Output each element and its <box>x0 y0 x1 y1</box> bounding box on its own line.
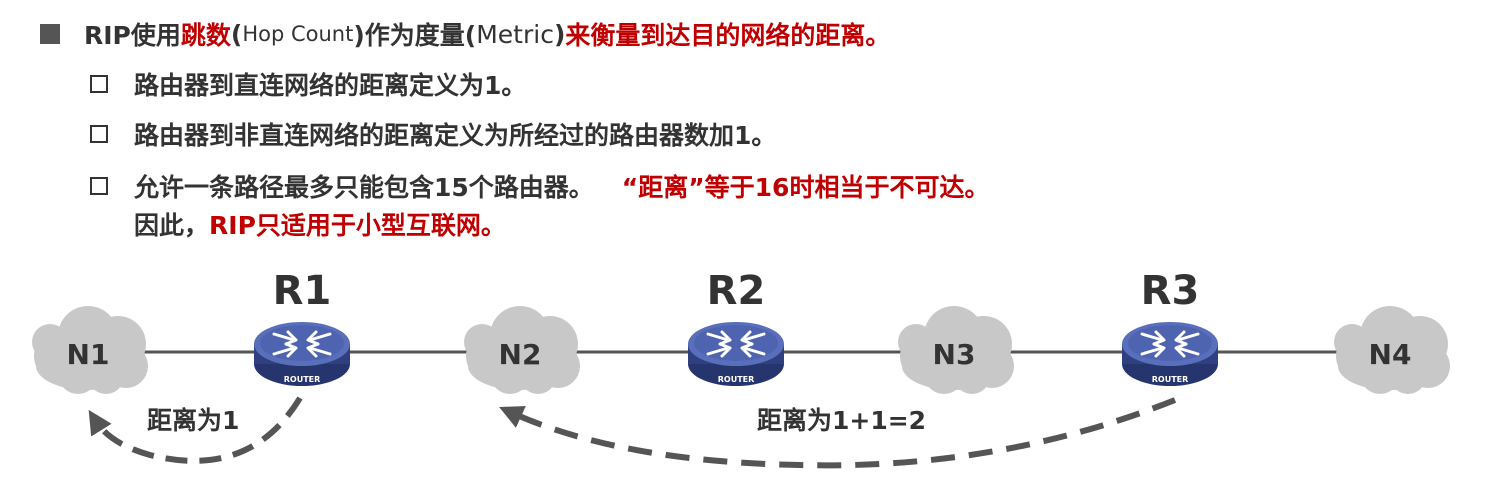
network-n1-label: N1 <box>67 338 110 371</box>
router-r2-label: R2 <box>707 268 766 314</box>
heading-hop-count-en: Hop Count <box>242 22 354 46</box>
network-n4-label: N4 <box>1369 338 1412 371</box>
router-caption: ROUTER <box>1152 375 1189 384</box>
network-n2-label: N2 <box>499 338 542 371</box>
sub-bullet-3-text-a: 允许一条路径最多只能包含15个路由器。 <box>134 173 594 202</box>
distance-arrow-right <box>499 397 1177 469</box>
open-square-icon <box>90 75 108 93</box>
router-r3-icon: ROUTER <box>1120 320 1220 388</box>
heading-hop-count-zh: 跳数 <box>180 21 231 50</box>
sub-bullet-2: 路由器到非直连网络的距离定义为所经过的路由器数加1。 <box>90 116 776 152</box>
heading-text-3: 来衡量到达目的网络的距离。 <box>565 21 891 50</box>
open-square-icon <box>90 125 108 143</box>
distance-arrow-left <box>88 396 303 464</box>
sub-bullet-3-text-c: 因此， <box>134 211 210 240</box>
sub-bullet-1: 路由器到直连网络的距离定义为1。 <box>90 66 526 102</box>
open-square-icon <box>90 177 108 195</box>
sub-bullet-3: 允许一条路径最多只能包含15个路由器。 “距离”等于16时相当于不可达。 <box>90 168 989 204</box>
filled-square-icon <box>40 24 60 44</box>
distance-right-label: 距离为1+1=2 <box>757 406 926 435</box>
router-r2-icon: ROUTER <box>686 320 786 388</box>
heading-paren-open: ( <box>230 19 243 49</box>
router-caption: ROUTER <box>284 375 321 384</box>
sub-bullet-3-text-d: RIP只适用于小型互联网。 <box>209 211 506 240</box>
router-r1-icon: ROUTER <box>252 320 352 388</box>
network-n3-label: N3 <box>933 338 976 371</box>
heading-text-2: )作为度量( <box>353 21 477 50</box>
heading-metric-en: Metric <box>476 19 554 49</box>
router-caption: ROUTER <box>718 375 755 384</box>
sub-bullet-2-text: 路由器到非直连网络的距离定义为所经过的路由器数加1。 <box>134 121 777 150</box>
router-r3-label: R3 <box>1141 268 1200 314</box>
heading-text-1: RIP使用 <box>84 21 181 50</box>
router-r1-label: R1 <box>273 268 332 314</box>
main-bullet: RIP使用 跳数 ( Hop Count )作为度量( Metric ) 来衡量… <box>40 14 890 54</box>
sub-bullet-3-text-b: “距离”等于16时相当于不可达。 <box>621 173 990 202</box>
sub-bullet-3-cont: 因此， RIP只适用于小型互联网。 <box>134 206 506 242</box>
distance-left-label: 距离为1 <box>147 406 239 435</box>
sub-bullet-1-text: 路由器到直连网络的距离定义为1。 <box>134 71 527 100</box>
heading-paren-close: ) <box>553 19 566 49</box>
